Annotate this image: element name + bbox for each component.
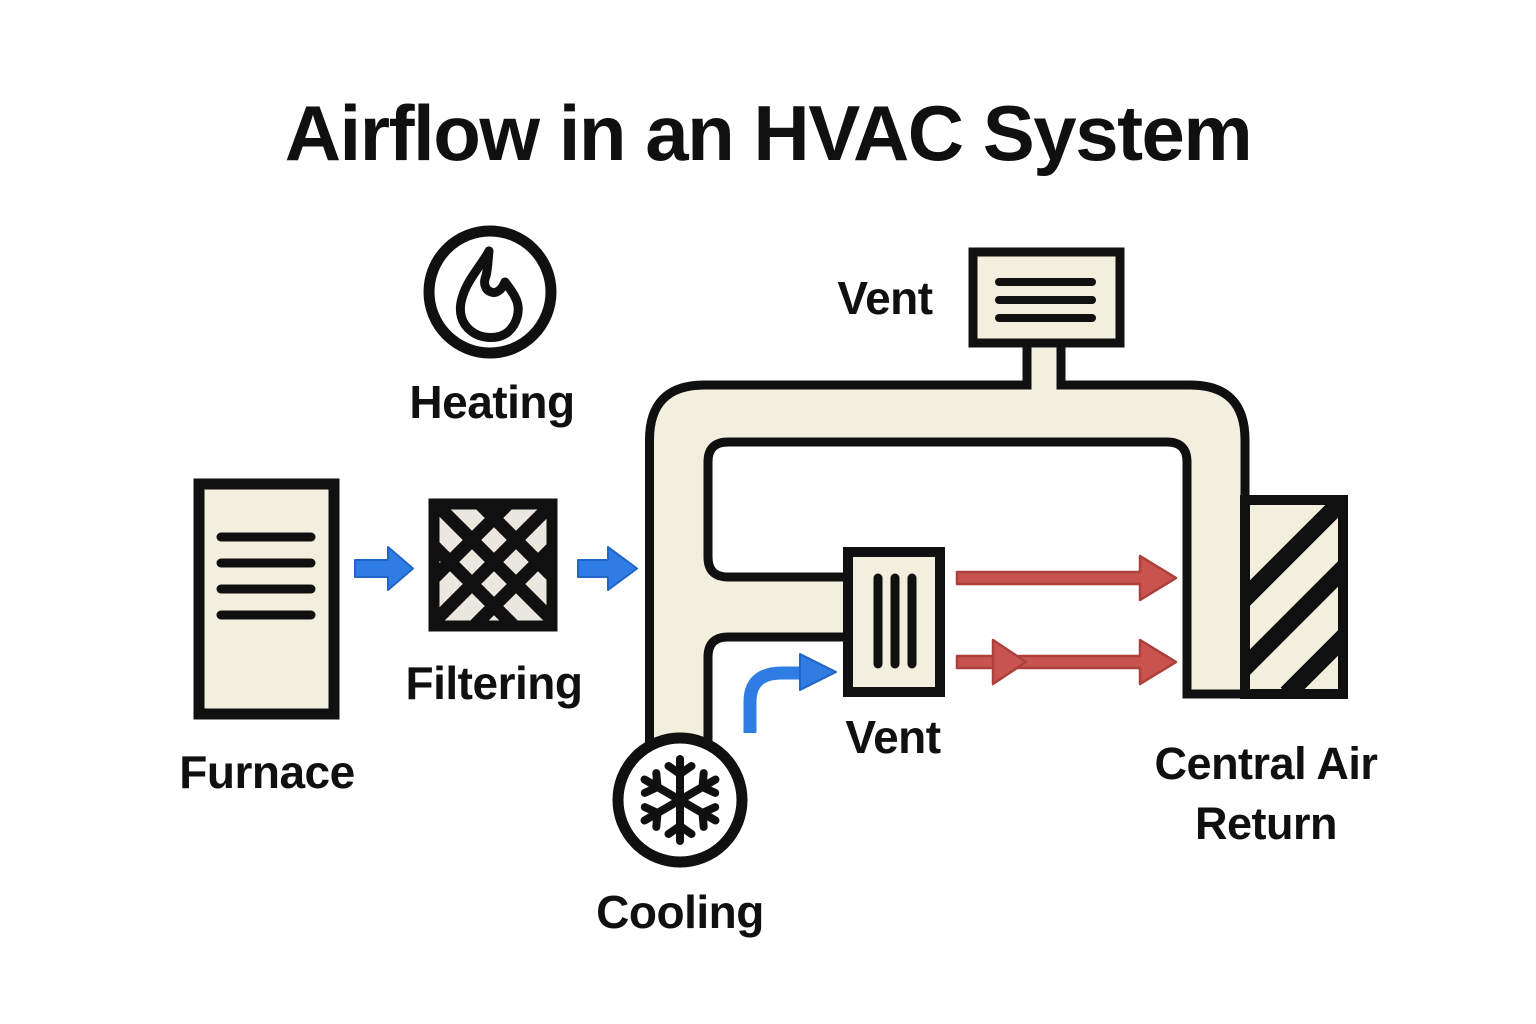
snowflake-icon (640, 755, 720, 845)
filter-hatch (475, 509, 547, 581)
arrow-cooling-to-vent (743, 653, 837, 733)
filter-hatch (439, 509, 513, 583)
cooling-icon (612, 732, 748, 868)
arrow-vent-to-return-lower-midhead (991, 638, 1028, 686)
arrow-vent-to-return-lower (955, 638, 1178, 686)
filter-hatch (439, 509, 547, 621)
diagram-title: Airflow in an HVAC System (284, 89, 1253, 177)
filter-hatch (469, 543, 547, 621)
duct-path (645, 336, 1250, 775)
vent-top-icon (968, 247, 1125, 348)
heating-icon (423, 225, 557, 359)
filter-hatch (439, 541, 519, 621)
grille-stripe (1250, 505, 1338, 606)
arrow-furnace-to-filter (354, 546, 414, 591)
flame-icon (455, 246, 523, 342)
arrow-vent-to-return-upper (955, 554, 1178, 602)
grille-stripe (1280, 630, 1338, 689)
vent-top-label: Vent (837, 272, 933, 324)
furnace-label: Furnace (179, 746, 355, 798)
central-air-return-grille (1240, 495, 1348, 699)
furnace-icon (193, 478, 340, 720)
heating-label: Heating (409, 376, 575, 428)
grille-stripe (1250, 561, 1338, 675)
central-air-return-label: Central Air Return (1154, 738, 1378, 850)
vent-mid-icon (843, 547, 945, 697)
filter-hatch (439, 509, 547, 621)
filter-icon (428, 498, 558, 632)
filtering-label: Filtering (405, 657, 583, 709)
vent-mid-label: Vent (845, 711, 941, 763)
arrow-filter-to-duct (577, 546, 638, 591)
cooling-label: Cooling (596, 886, 764, 938)
